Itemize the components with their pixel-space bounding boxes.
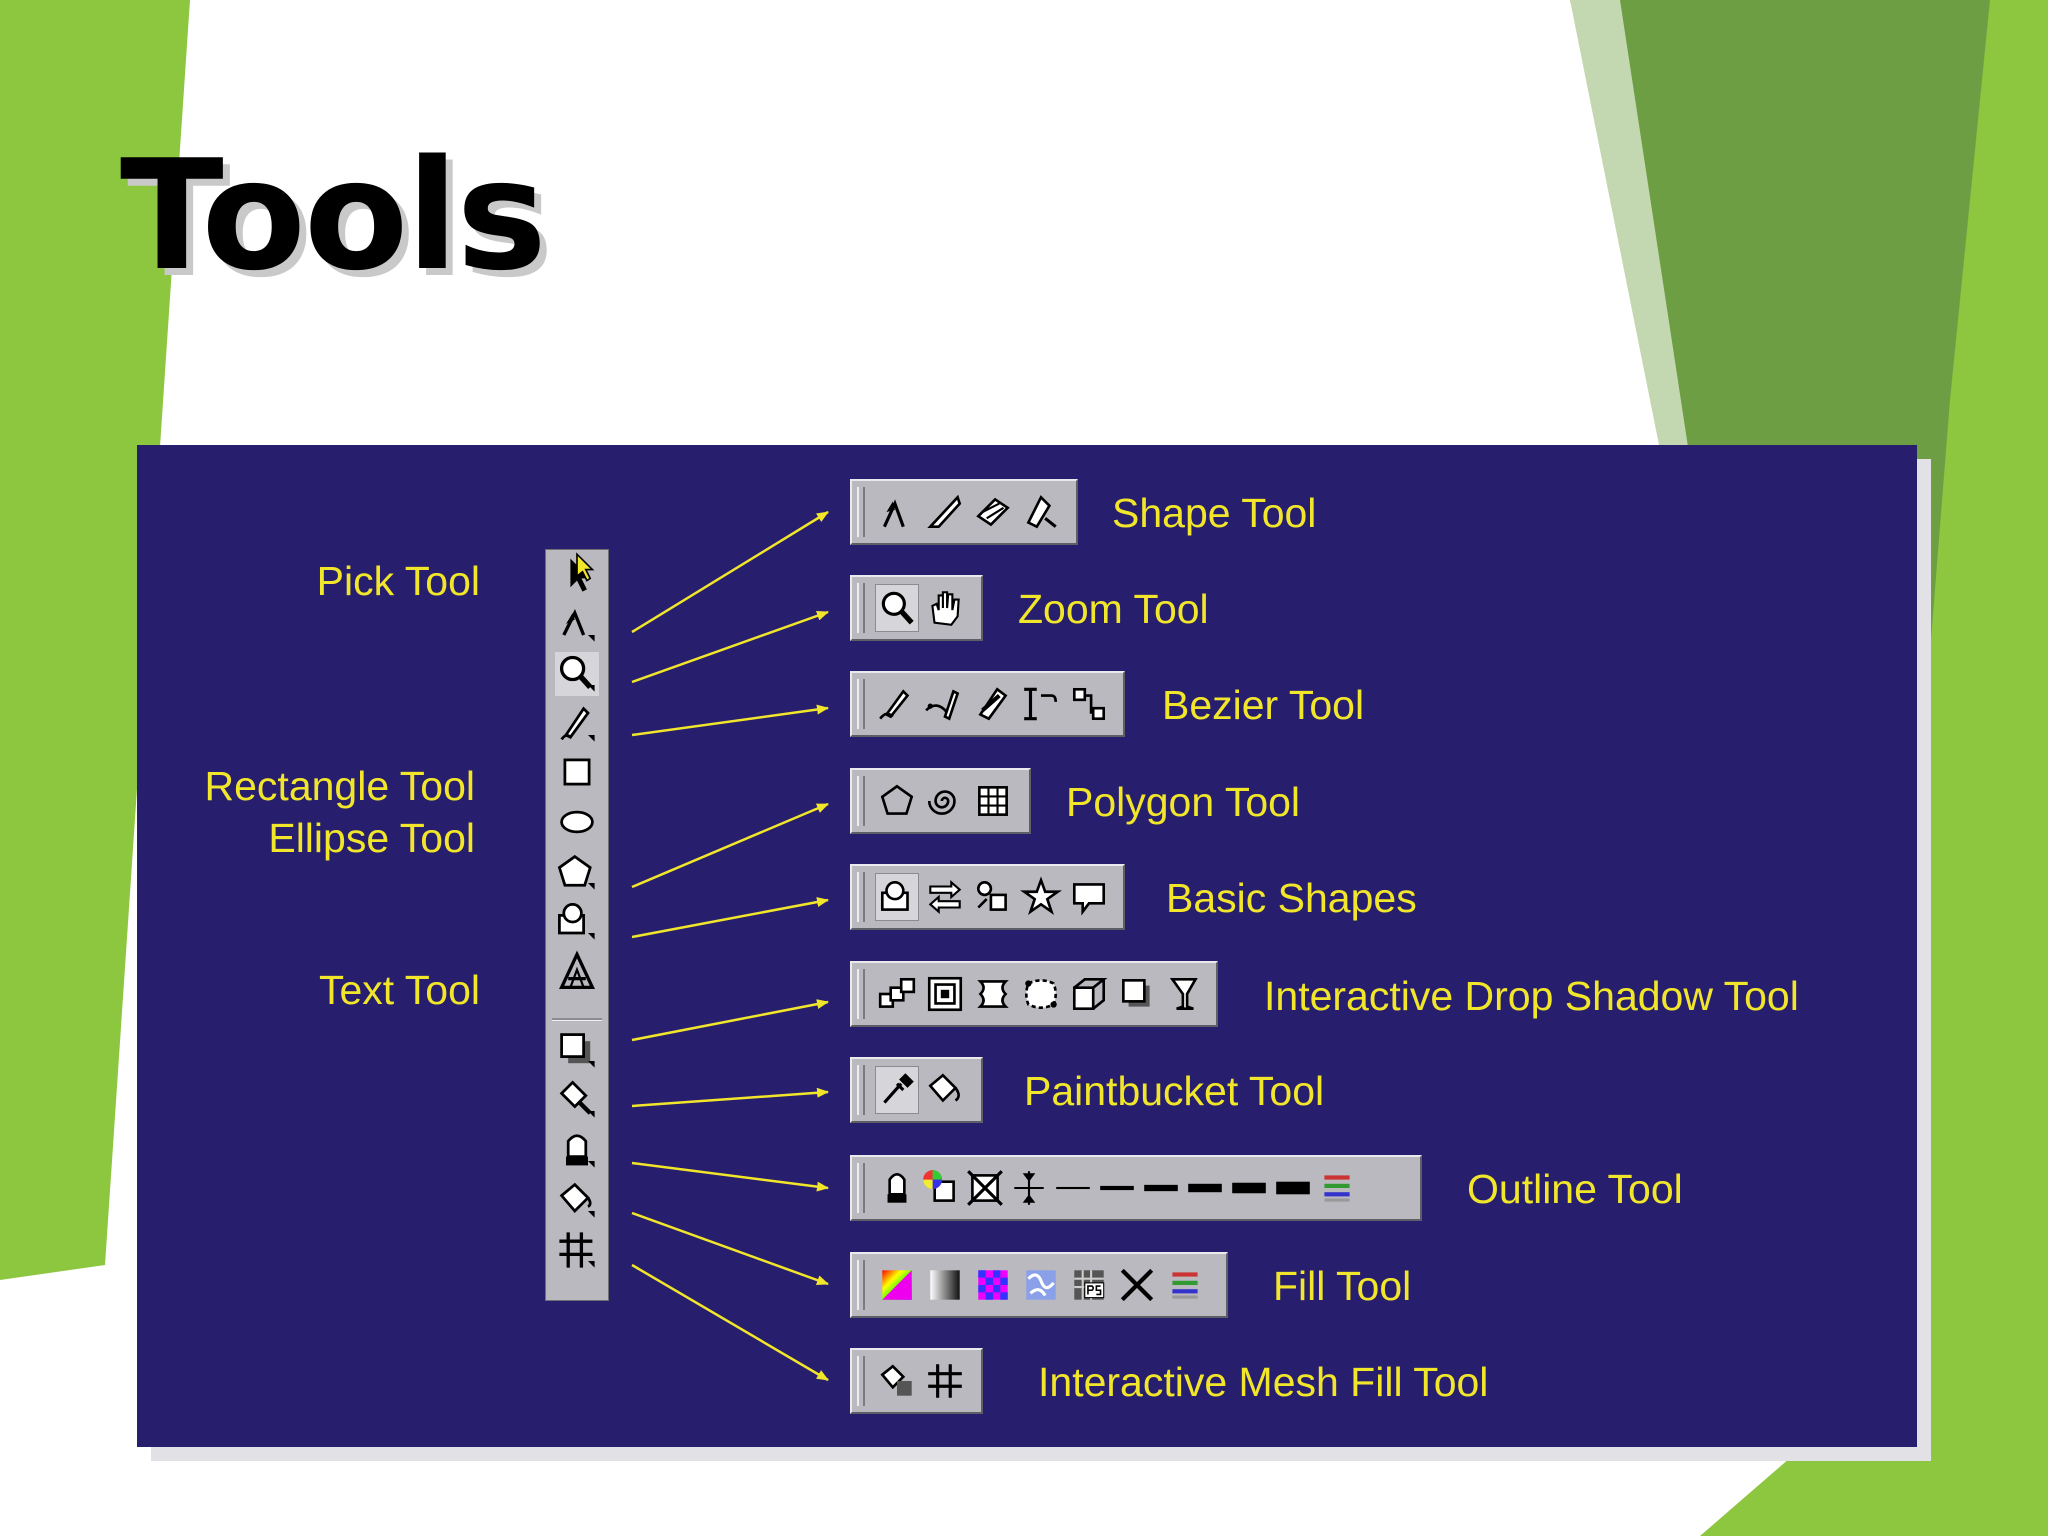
gradient-fill-icon[interactable] bbox=[924, 1262, 966, 1308]
rectangle-icon[interactable] bbox=[554, 750, 600, 794]
no-fill-icon[interactable] bbox=[1116, 1262, 1158, 1308]
envelope-icon[interactable] bbox=[1020, 971, 1062, 1017]
spiral-icon[interactable] bbox=[924, 778, 966, 824]
bezier-tool-flyout bbox=[850, 671, 1125, 737]
mesh-fill-icon[interactable] bbox=[554, 1228, 600, 1272]
interactive-drop-shadow-flyout bbox=[850, 961, 1218, 1027]
flowchart-icon[interactable] bbox=[972, 874, 1014, 920]
eyedropper-icon[interactable] bbox=[554, 1078, 600, 1122]
ellipse-icon[interactable] bbox=[554, 800, 600, 844]
hairline-icon[interactable] bbox=[1008, 1165, 1050, 1211]
drop-shadow-icon[interactable] bbox=[554, 1028, 600, 1072]
eraser-icon[interactable] bbox=[972, 489, 1014, 535]
bezier-icon[interactable] bbox=[924, 681, 966, 727]
interactive-mesh-fill-flyout bbox=[850, 1348, 983, 1414]
bezier-tool-label: Bezier Tool bbox=[1162, 682, 1365, 728]
fill-bucket-icon[interactable] bbox=[554, 1178, 600, 1222]
interactive-fill-icon[interactable] bbox=[876, 1358, 918, 1404]
distort-icon[interactable] bbox=[972, 971, 1014, 1017]
zoom-tool-flyout bbox=[850, 575, 983, 641]
polygon-tool-flyout bbox=[850, 768, 1031, 834]
paintbucket-tool-label: Paintbucket Tool bbox=[1024, 1068, 1325, 1114]
fill-tool-label: Fill Tool bbox=[1273, 1263, 1412, 1309]
line-w3-icon[interactable] bbox=[1140, 1165, 1182, 1211]
line-w1-icon[interactable] bbox=[1052, 1165, 1094, 1211]
basic-shapes-label: Basic Shapes bbox=[1166, 875, 1417, 921]
outline-pen-icon[interactable] bbox=[876, 1165, 918, 1211]
arrow-shapes-icon[interactable] bbox=[924, 874, 966, 920]
freehand-icon[interactable] bbox=[876, 681, 918, 727]
shape-node-icon[interactable] bbox=[876, 489, 918, 535]
line-w6-icon[interactable] bbox=[1272, 1165, 1314, 1211]
color-fill-icon[interactable] bbox=[876, 1262, 918, 1308]
artistic-media-icon[interactable] bbox=[972, 681, 1014, 727]
blend-icon[interactable] bbox=[876, 971, 918, 1017]
connector-icon[interactable] bbox=[1068, 681, 1110, 727]
outline-pen-icon[interactable] bbox=[554, 1128, 600, 1172]
slide-title: Tools bbox=[120, 127, 547, 304]
color-docker-icon[interactable] bbox=[1164, 1262, 1206, 1308]
drop-shadow-icon[interactable] bbox=[1116, 971, 1158, 1017]
hand-pan-icon[interactable] bbox=[924, 585, 966, 631]
interactive-drop-shadow-label: Interactive Drop Shadow Tool bbox=[1264, 973, 1799, 1019]
line-w5-icon[interactable] bbox=[1228, 1165, 1270, 1211]
polygon-icon[interactable] bbox=[876, 778, 918, 824]
toolbox-separator bbox=[552, 1018, 602, 1021]
outline-tool-label: Outline Tool bbox=[1467, 1166, 1683, 1212]
basic-shapes-flyout bbox=[850, 864, 1125, 930]
polygon-icon[interactable] bbox=[554, 850, 600, 894]
pattern-fill-icon[interactable] bbox=[972, 1262, 1014, 1308]
shape-tool-flyout bbox=[850, 479, 1078, 545]
polygon-tool-label: Polygon Tool bbox=[1066, 779, 1301, 825]
ellipse-tool-label: Ellipse Tool bbox=[268, 815, 475, 861]
pick-tool-label: Pick Tool bbox=[316, 558, 480, 604]
zoom-magnifier-icon[interactable] bbox=[875, 584, 919, 632]
texture-fill-icon[interactable] bbox=[1020, 1262, 1062, 1308]
basic-shapes-icon[interactable] bbox=[554, 900, 600, 944]
line-w4-icon[interactable] bbox=[1184, 1165, 1226, 1211]
knife-icon[interactable] bbox=[924, 489, 966, 535]
outline-color-icon[interactable] bbox=[920, 1165, 962, 1211]
shape-node-icon[interactable] bbox=[554, 602, 600, 646]
basic-shapes-icon[interactable] bbox=[875, 873, 919, 921]
mesh-fill-icon[interactable] bbox=[924, 1358, 966, 1404]
shape-tool-label: Shape Tool bbox=[1112, 490, 1317, 536]
freehand-pen-icon[interactable] bbox=[554, 702, 600, 746]
paintbucket-tool-flyout bbox=[850, 1057, 983, 1123]
paintbucket-icon[interactable] bbox=[924, 1067, 966, 1113]
main-toolbox bbox=[545, 549, 609, 1301]
transparency-icon[interactable] bbox=[1164, 971, 1206, 1017]
text-tool-label: Text Tool bbox=[318, 967, 480, 1013]
zoom-magnifier-icon[interactable] bbox=[554, 652, 600, 696]
line-w2-icon[interactable] bbox=[1096, 1165, 1138, 1211]
color-docker-icon[interactable] bbox=[1316, 1165, 1358, 1211]
callout-icon[interactable] bbox=[1068, 874, 1110, 920]
graph-paper-icon[interactable] bbox=[972, 778, 1014, 824]
postscript-fill-icon[interactable] bbox=[1068, 1262, 1110, 1308]
pick-arrow-icon[interactable] bbox=[554, 552, 600, 596]
dimension-icon[interactable] bbox=[1020, 681, 1062, 727]
rectangle-tool-label: Rectangle Tool bbox=[204, 763, 475, 809]
text-a-icon[interactable] bbox=[554, 950, 600, 994]
extrude-icon[interactable] bbox=[1068, 971, 1110, 1017]
contour-icon[interactable] bbox=[924, 971, 966, 1017]
interactive-mesh-fill-label: Interactive Mesh Fill Tool bbox=[1038, 1359, 1489, 1405]
eyedropper-icon[interactable] bbox=[875, 1066, 919, 1114]
no-outline-icon[interactable] bbox=[964, 1165, 1006, 1211]
fill-tool-flyout bbox=[850, 1252, 1228, 1318]
outline-tool-flyout bbox=[850, 1155, 1422, 1221]
smudge-icon[interactable] bbox=[1020, 489, 1062, 535]
zoom-tool-label: Zoom Tool bbox=[1018, 586, 1209, 632]
star-icon[interactable] bbox=[1020, 874, 1062, 920]
